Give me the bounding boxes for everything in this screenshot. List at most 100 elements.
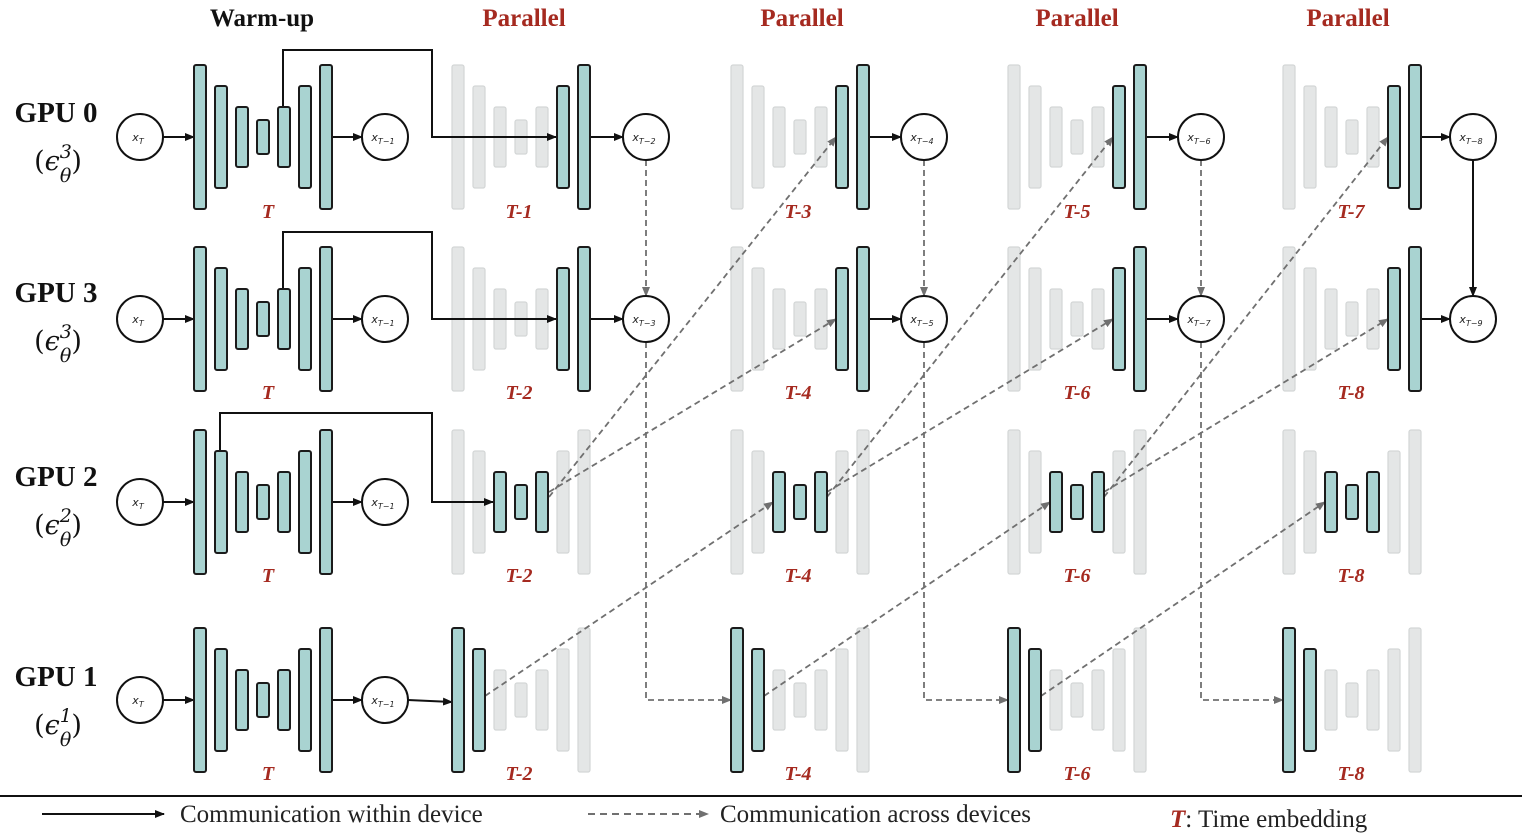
parallel-unet-r0-c1-layer-6 xyxy=(577,64,591,210)
svg-text:xT−8: xT−8 xyxy=(1458,131,1482,146)
parallel-unet-r0-c4-layer-4 xyxy=(1366,106,1380,168)
warmup-unet-row1-layer-1 xyxy=(214,267,228,371)
parallel-unet-r0-c3-layer-5 xyxy=(1112,85,1126,189)
parallel-unet-r2-c4-layer-0 xyxy=(1282,429,1296,575)
header-parallel-4: Parallel xyxy=(1306,5,1389,32)
gpu-label-0: GPU 0 xyxy=(15,97,98,129)
svg-text:xT: xT xyxy=(131,131,145,146)
parallel-unet-r2-c4-layer-4 xyxy=(1366,471,1380,533)
parallel-unet-r0-c2-layer-6 xyxy=(856,64,870,210)
parallel-unet-r2-c3-layer-5 xyxy=(1112,450,1126,554)
input-latent-row3: xT xyxy=(116,676,164,724)
parallel-unet-r3-c3-layer-0 xyxy=(1007,627,1021,773)
parallel-unet-r0-c3-layer-2 xyxy=(1049,106,1063,168)
warmup-unet-row2-layer-3 xyxy=(256,484,270,520)
timestep-label: T-4 xyxy=(784,763,811,785)
legend-within-text: Communication within device xyxy=(180,801,483,828)
input-latent-row2: xT xyxy=(116,478,164,526)
warmup-unet-row0-layer-6 xyxy=(319,64,333,210)
timestep-label: T-6 xyxy=(1063,763,1090,785)
svg-text:xT−7: xT−7 xyxy=(1186,313,1211,328)
warmup-unet-row2-layer-1 xyxy=(214,450,228,554)
parallel-unet-r3-c4-layer-6 xyxy=(1408,627,1422,773)
parallel-unet-r2-c2-layer-3 xyxy=(793,484,807,520)
warmup-unet-row1-layer-6 xyxy=(319,246,333,392)
svg-text:xT−1: xT−1 xyxy=(370,313,394,328)
parallel-unet-r0-c4-layer-1 xyxy=(1303,85,1317,189)
latent-gpu2-warmup: xT−1 xyxy=(361,478,409,526)
warmup-unet-row2-layer-0 xyxy=(193,429,207,575)
parallel-unet-r2-c2-layer-0 xyxy=(730,429,744,575)
svg-text:xT−5: xT−5 xyxy=(909,313,933,328)
warmup-unet-row0-layer-0 xyxy=(193,64,207,210)
parallel-unet-r0-c2-layer-1 xyxy=(751,85,765,189)
parallel-unet-r2-c3-layer-2 xyxy=(1049,471,1063,533)
skip-gpu1 xyxy=(407,697,453,706)
svg-text:xT−2: xT−2 xyxy=(631,131,655,146)
warmup-unet-row0-layer-1 xyxy=(214,85,228,189)
warmup-unet-row2-layer-2 xyxy=(235,471,249,533)
parallel-unet-r0-c4-layer-6 xyxy=(1408,64,1422,210)
parallel-unet-r2-c4-layer-1 xyxy=(1303,450,1317,554)
parallel-unet-r1-c2-layer-0 xyxy=(730,246,744,392)
parallel-unet-r3-c2-layer-2 xyxy=(772,669,786,731)
parallel-unet-r3-c4-layer-4 xyxy=(1366,669,1380,731)
gpu-label-3: GPU 3 xyxy=(15,277,98,309)
header-parallel-2: Parallel xyxy=(760,5,843,32)
svg-text:xT−9: xT−9 xyxy=(1458,313,1482,328)
parallel-unet-r1-c3-layer-0 xyxy=(1007,246,1021,392)
warmup-unet-row0-layer-3 xyxy=(256,119,270,155)
svg-text:xT−1: xT−1 xyxy=(370,131,394,146)
parallel-unet-r2-c4-layer-6 xyxy=(1408,429,1422,575)
svg-text:xT−3: xT−3 xyxy=(631,313,655,328)
warmup-unet-row3-layer-1 xyxy=(214,648,228,752)
timestep-label: T-4 xyxy=(784,382,811,404)
parallel-unet-r2-c3-layer-4 xyxy=(1091,471,1105,533)
latent-gpu3-step3: xT−7 xyxy=(1177,295,1225,343)
skip-gpu0 xyxy=(282,49,557,141)
timestep-label: T-3 xyxy=(784,201,811,223)
parallel-unet-r2-c1-layer-5 xyxy=(556,450,570,554)
latent-nodes: xTxTxTxTxT−1xT−1xT−1xT−1xT−2xT−3xT−4xT−5… xyxy=(116,113,1497,724)
input-latent-row1: xT xyxy=(116,295,164,343)
svg-text:xT: xT xyxy=(131,313,145,328)
parallel-unet-r3-c2-layer-0 xyxy=(730,627,744,773)
header-warmup: Warm-up xyxy=(210,5,314,32)
legend-across-text: Communication across devices xyxy=(720,801,1031,828)
parallel-unet-r0-c2-layer-0 xyxy=(730,64,744,210)
parallel-unet-r1-c4-layer-0 xyxy=(1282,246,1296,392)
parallel-unet-r1-c4-layer-5 xyxy=(1387,267,1401,371)
dashed-gpu2-gpu0-2 xyxy=(1103,136,1389,498)
skip-gpu2 xyxy=(219,412,494,506)
latent-gpu0-step2: xT−4 xyxy=(900,113,948,161)
parallel-unet-r3-c4-layer-0 xyxy=(1282,627,1296,773)
parallel-unet-r3-c1-layer-5 xyxy=(556,648,570,752)
svg-text:xT: xT xyxy=(131,496,145,511)
warmup-unet-row3-layer-2 xyxy=(235,669,249,731)
parallel-unet-r1-c3-layer-6 xyxy=(1133,246,1147,392)
latent-gpu3-step2: xT−5 xyxy=(900,295,948,343)
timestep-label: T-2 xyxy=(505,763,532,785)
latent-gpu0-step3: xT−6 xyxy=(1177,113,1225,161)
parallel-unet-r3-c1-layer-2 xyxy=(493,669,507,731)
timestep-label: T-5 xyxy=(1063,201,1090,223)
svg-text:xT: xT xyxy=(131,694,145,709)
parallel-unet-r1-c3-layer-1 xyxy=(1028,267,1042,371)
latent-gpu0-step1: xT−2 xyxy=(622,113,670,161)
parallel-unet-r3-c2-layer-6 xyxy=(856,627,870,773)
dashed-gpu2-gpu0-1 xyxy=(826,136,1114,498)
parallel-unet-r3-c2-layer-5 xyxy=(835,648,849,752)
latent-gpu0-warmup: xT−1 xyxy=(361,113,409,161)
warmup-unet-row3-layer-4 xyxy=(277,669,291,731)
parallel-unet-r1-c2-layer-4 xyxy=(814,288,828,350)
parallel-unet-r3-c1-layer-4 xyxy=(535,669,549,731)
input-latent-row0: xT xyxy=(116,113,164,161)
active-unet-blocks xyxy=(193,64,1422,773)
dashed-gpu1-gpu2-2 xyxy=(1040,501,1326,697)
parallel-unet-r2-c4-layer-5 xyxy=(1387,450,1401,554)
parallel-unet-r1-c2-layer-3 xyxy=(793,301,807,337)
